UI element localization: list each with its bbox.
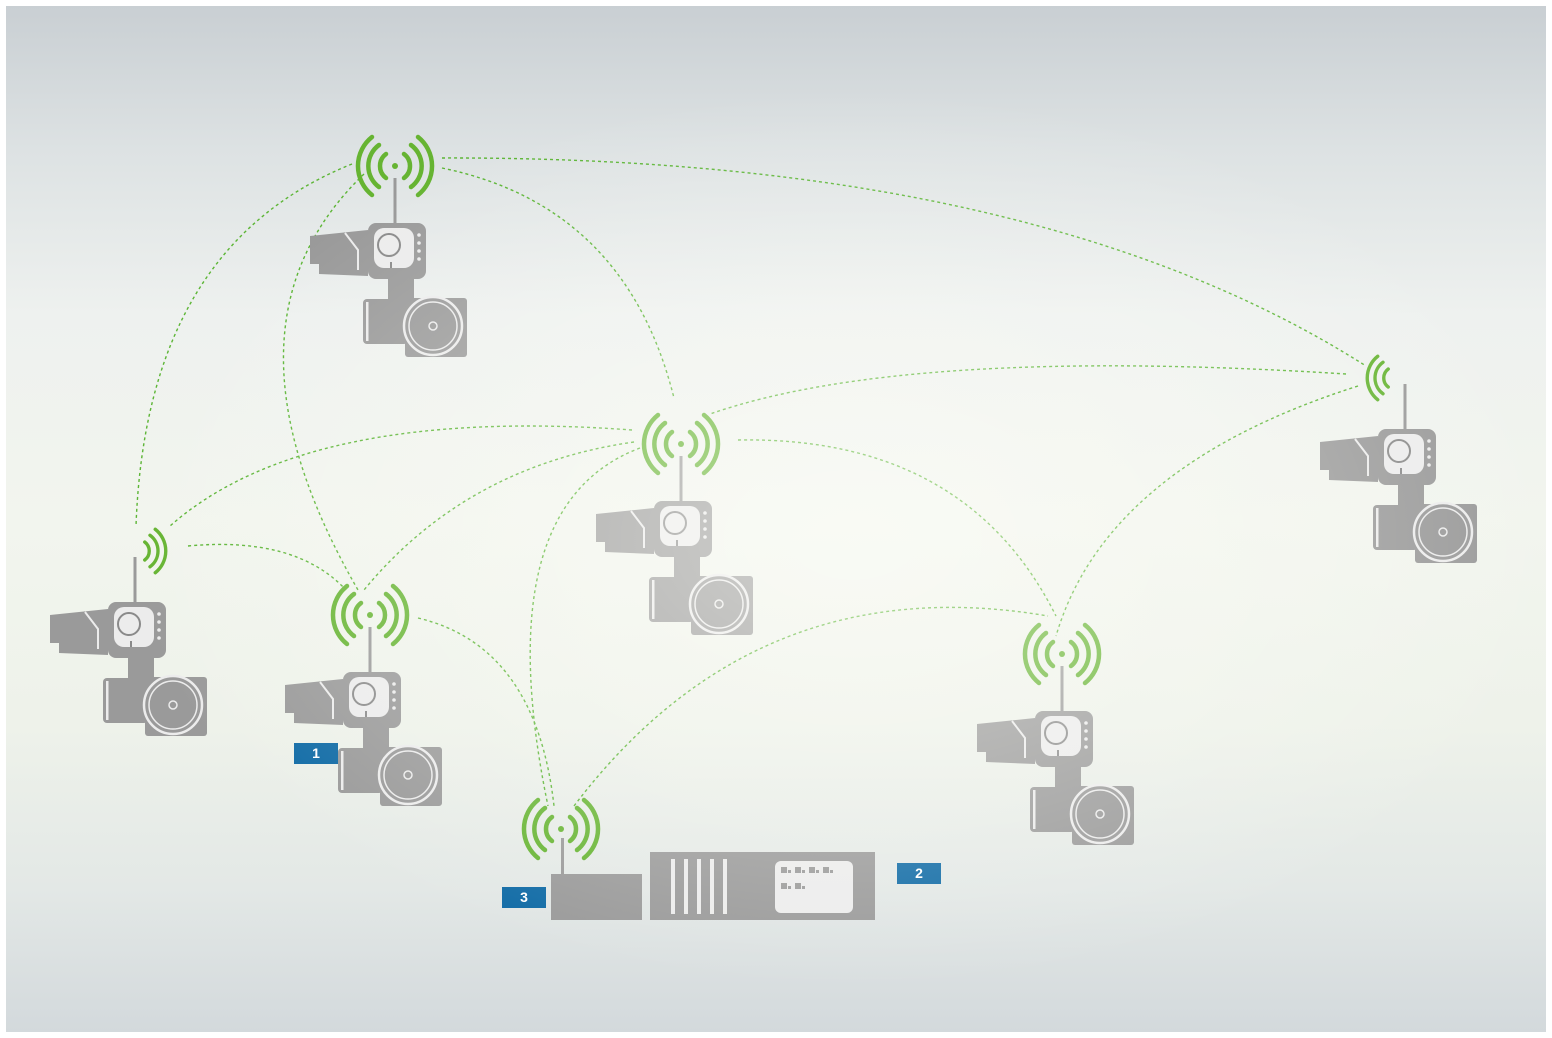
wifi-signal-icon	[1365, 354, 1390, 402]
ptz-camera-icon	[308, 176, 469, 359]
server-rack-icon	[650, 852, 875, 920]
ptz-camera-icon	[594, 454, 755, 637]
mesh-link	[737, 439, 1057, 617]
mesh-link	[187, 543, 347, 591]
mesh-link	[282, 173, 365, 591]
ptz-camera-icon	[283, 625, 444, 808]
mesh-link	[441, 157, 1367, 367]
ptz-camera-icon	[1318, 382, 1479, 565]
camera-node-left	[48, 527, 209, 738]
mesh-link	[529, 447, 641, 807]
camera-node-far-right	[1318, 354, 1479, 565]
mesh-link	[169, 425, 633, 527]
gateway-device-icon	[551, 838, 642, 920]
mesh-link	[441, 167, 675, 399]
mesh-network-diagram	[48, 6, 1479, 920]
badge-1: 1	[294, 743, 338, 764]
mesh-link	[363, 441, 635, 591]
gateway-node-3	[524, 800, 642, 920]
camera-node-center	[594, 415, 755, 637]
mesh-link	[1055, 385, 1359, 637]
mesh-link	[573, 606, 1049, 807]
badge-3: 3	[502, 887, 546, 908]
ptz-camera-icon	[975, 664, 1136, 847]
mesh-links	[135, 157, 1367, 807]
mesh-link	[135, 163, 353, 527]
ptz-camera-icon	[48, 555, 209, 738]
diagram-canvas: 1 2 3	[6, 6, 1546, 1032]
camera-node-1	[283, 586, 444, 808]
mesh-link	[417, 617, 555, 807]
camera-node-right	[975, 625, 1136, 847]
server-port-icons	[781, 867, 833, 889]
badge-2: 2	[897, 863, 941, 884]
wifi-signal-icon	[143, 527, 168, 575]
mesh-link	[709, 365, 1347, 415]
camera-node-top-left	[308, 137, 469, 359]
